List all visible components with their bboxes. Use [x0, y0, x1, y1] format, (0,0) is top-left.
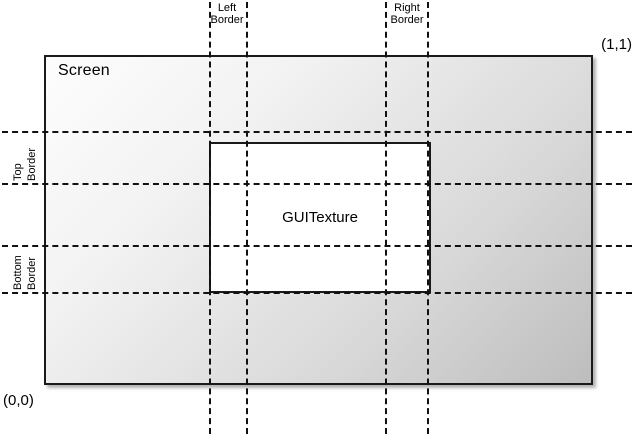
top-border-outer-guide-line	[2, 131, 632, 133]
left-border-label-line1: Left	[217, 2, 237, 14]
right-border-label-line1: Right	[394, 2, 420, 14]
left-border-inner-guide-line	[209, 2, 211, 434]
right-border-label-line2: Border	[390, 14, 424, 26]
bottom-border-label-line2: Border	[26, 256, 38, 290]
guitexture-label-text: GUITexture	[282, 209, 358, 226]
right-border-label: Right Border	[376, 2, 438, 26]
bottom-border-inner-guide-line	[2, 245, 632, 247]
top-border-label-line1: Top	[12, 163, 24, 181]
right-border-inner-guide-line	[385, 2, 387, 434]
top-border-inner-guide-line	[2, 183, 632, 185]
screen-label: Screen	[58, 62, 110, 79]
guitexture-label: GUITexture	[209, 142, 431, 293]
left-border-outer-guide-line	[246, 2, 248, 434]
left-border-label-line2: Border	[210, 14, 244, 26]
right-border-outer-guide-line	[427, 2, 429, 434]
left-border-label: Left Border	[196, 2, 258, 26]
coordinate-top-right: (1,1)	[601, 36, 632, 53]
bottom-border-label-line1: Bottom	[12, 255, 24, 290]
coordinate-bottom-left: (0,0)	[3, 392, 34, 409]
top-border-label-line2: Border	[26, 147, 38, 181]
bottom-border-outer-guide-line	[2, 292, 632, 294]
